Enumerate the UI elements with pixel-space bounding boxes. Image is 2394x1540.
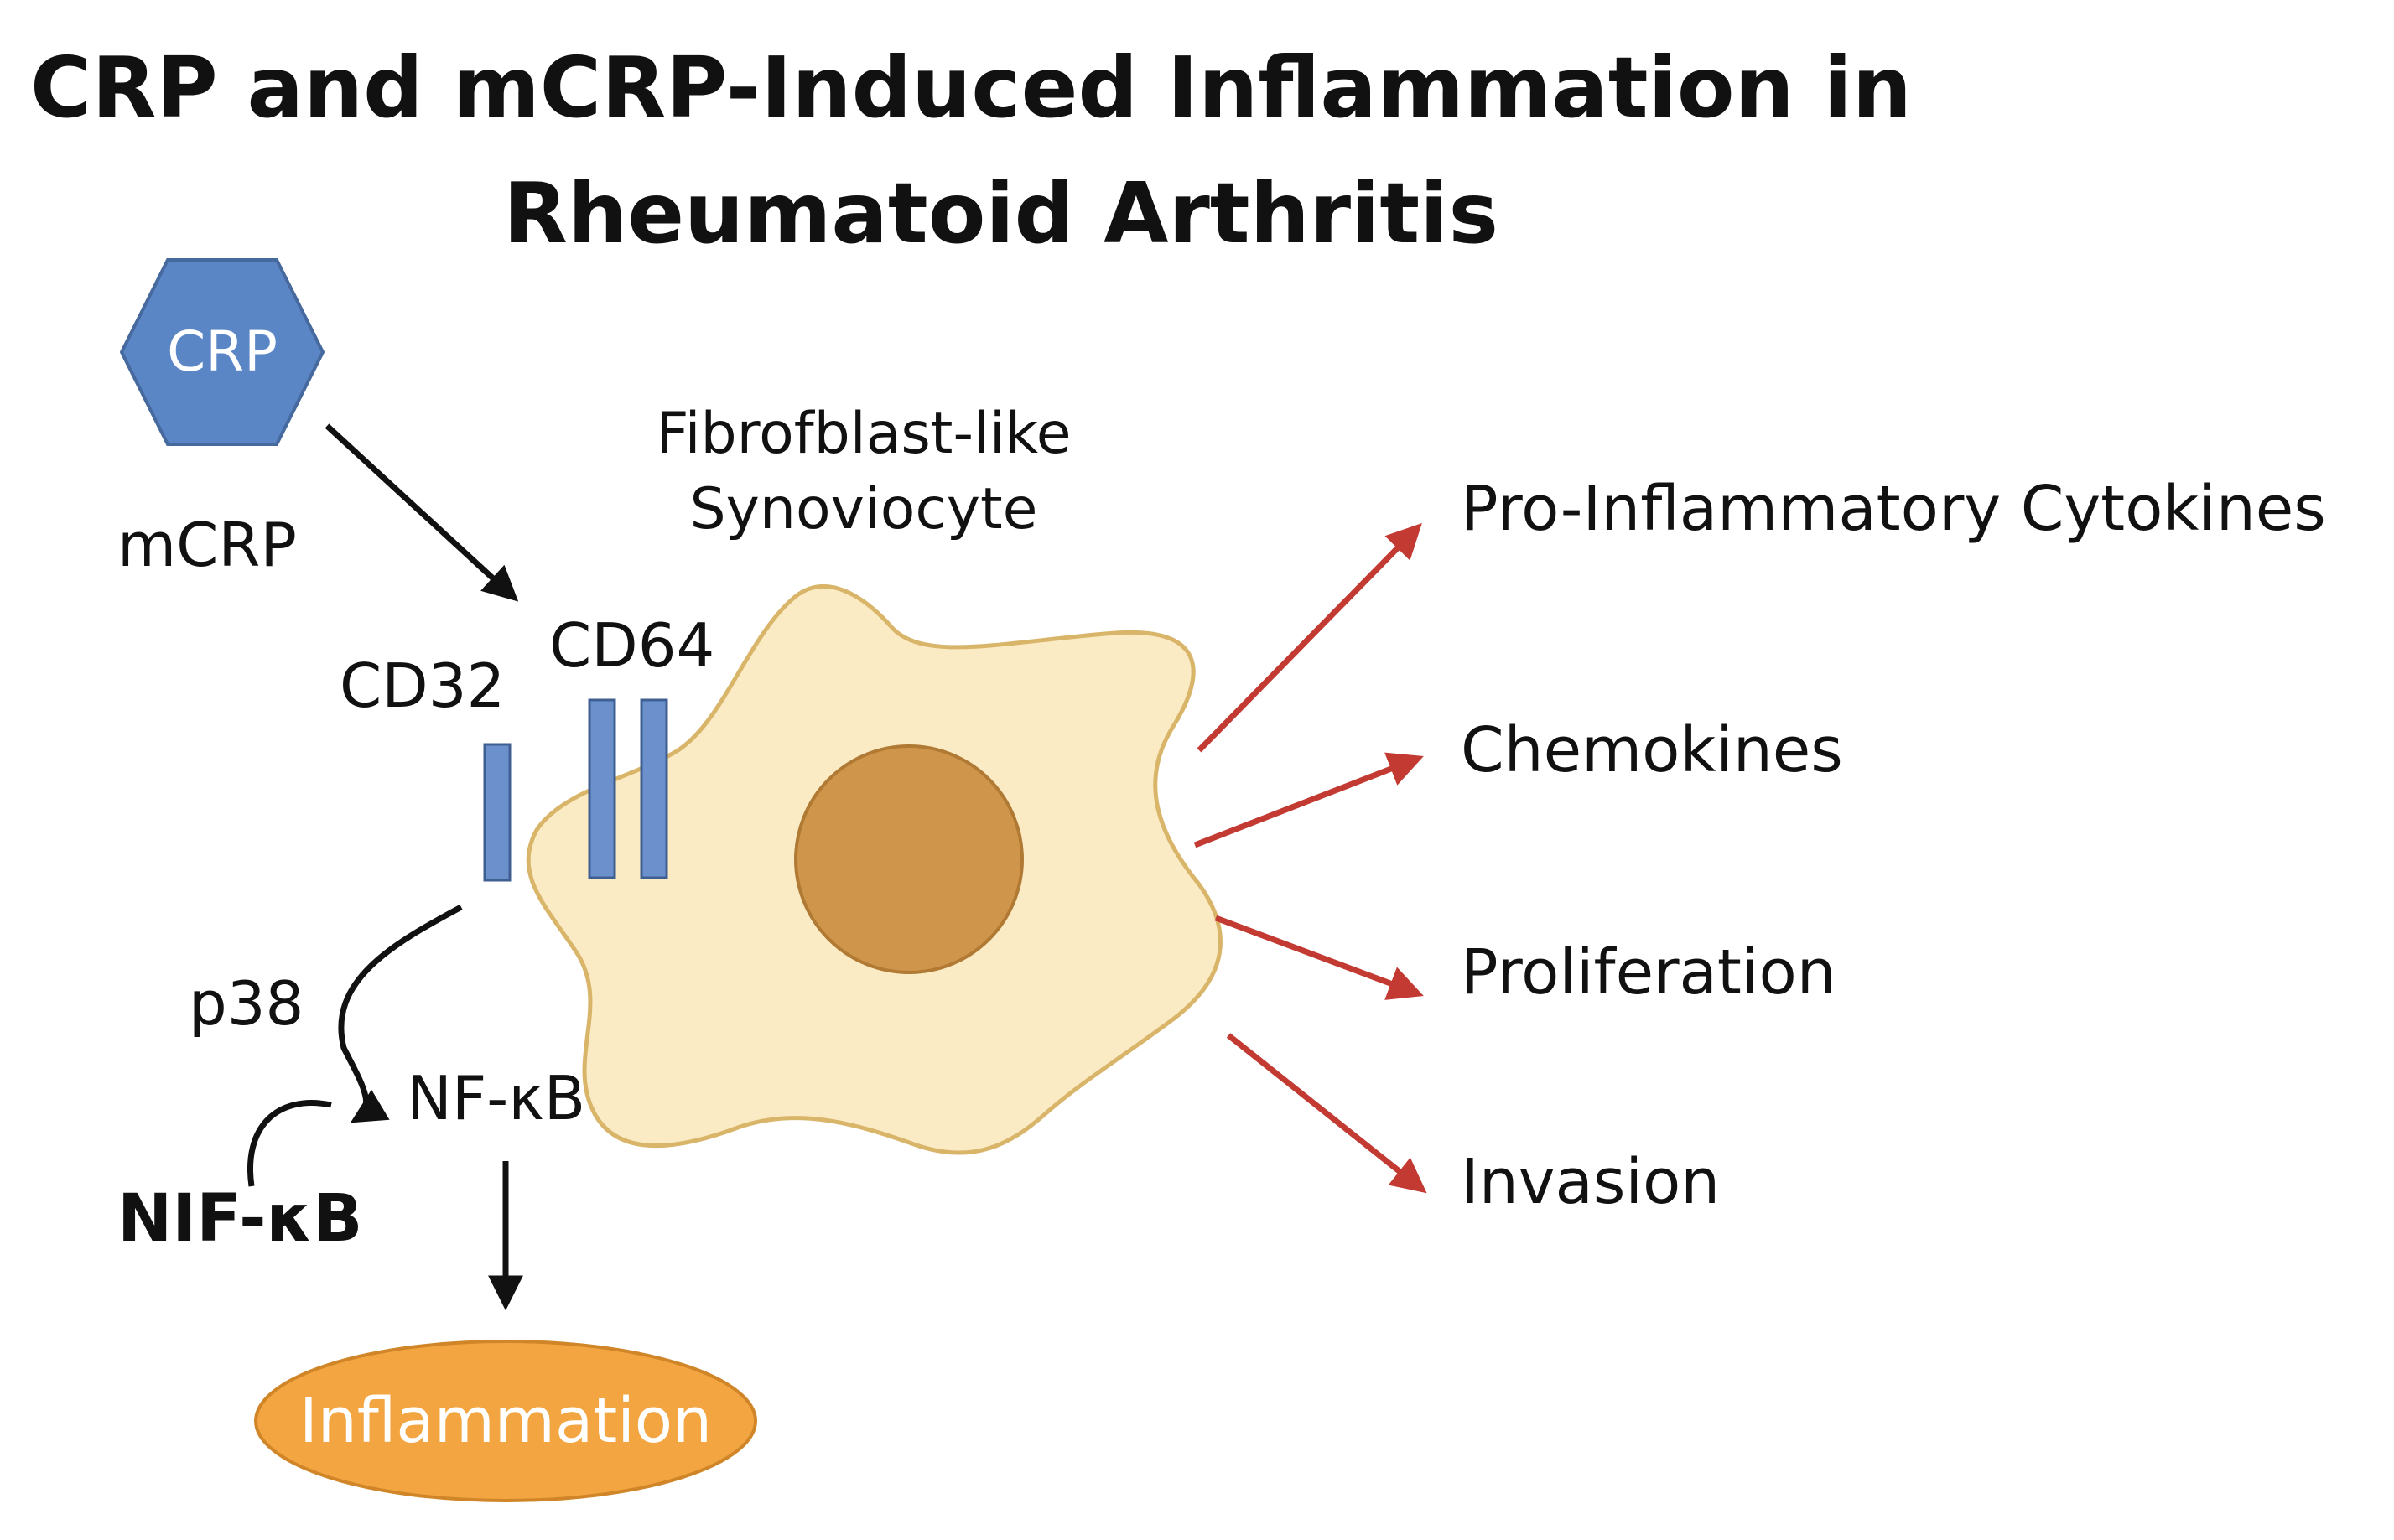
cell-nucleus — [794, 744, 1024, 974]
cd64-receptor-2 — [640, 698, 668, 879]
inflammation-label: Inflammation — [299, 1385, 712, 1457]
output-label-cytokines: Pro-Inflammatory Cytokines — [1461, 473, 2326, 545]
title-line-2: Rheumatoid Arthritis — [503, 164, 1498, 262]
cell-label-line-2: Synoviocyte — [690, 476, 1038, 542]
output-label-proliferation: Proliferation — [1461, 936, 1836, 1009]
output-proliferation: Proliferation — [1214, 915, 1836, 1009]
crp-label: CRP — [167, 319, 278, 384]
output-pro-inflammatory-cytokines: Pro-Inflammatory Cytokines — [1197, 473, 2326, 753]
output-arrow-invasion — [1226, 1033, 1427, 1194]
output-arrow-cytokines — [1197, 523, 1422, 753]
output-arrow-chemokines — [1193, 752, 1424, 848]
output-invasion: Invasion — [1226, 1033, 1720, 1218]
title-line-1: CRP and mCRP-Induced Inflammation in — [30, 39, 1912, 137]
nifkb-label: NIF-κB — [117, 1181, 362, 1257]
cd32-receptor — [483, 743, 512, 882]
crp-hexagon: CRP — [119, 258, 325, 446]
nifkb-connector — [247, 1100, 332, 1187]
p38-signaling-arrow — [338, 904, 463, 1123]
crp-binding-arrow — [325, 423, 519, 602]
output-label-invasion: Invasion — [1461, 1146, 1720, 1218]
nfkb-label: NF-κB — [407, 1063, 585, 1133]
cell-label-line-1: Fibrofblast-like — [656, 401, 1071, 467]
output-arrow-proliferation — [1214, 915, 1424, 1000]
p38-label: p38 — [189, 968, 304, 1039]
mcrp-label: mCRP — [117, 510, 297, 580]
output-chemokines: Chemokines — [1193, 714, 1843, 848]
output-label-chemokines: Chemokines — [1461, 714, 1843, 786]
inflammation-ellipse — [254, 1340, 757, 1502]
cd64-label: CD64 — [549, 610, 714, 681]
cd64-receptor-1 — [588, 698, 616, 879]
cd32-label: CD32 — [340, 651, 505, 721]
